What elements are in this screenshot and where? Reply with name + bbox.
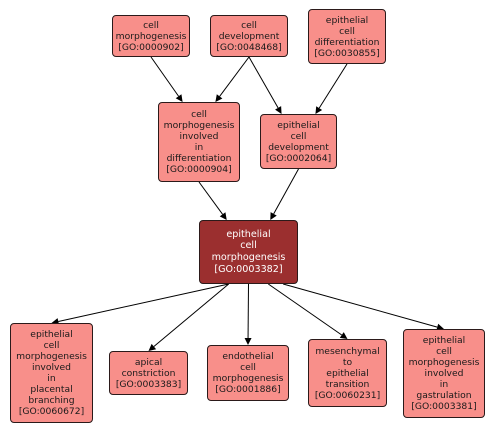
- node-cell-morphogenesis-involved-in-differentiation[interactable]: cell morphogenesis involved in different…: [158, 102, 240, 182]
- node-mesenchymal-to-epithelial-transition[interactable]: mesenchymal to epithelial transition [GO…: [308, 339, 387, 407]
- node-label: epithelial cell morphogenesis involved i…: [408, 335, 480, 401]
- node-label: epithelial cell morphogenesis involved i…: [16, 329, 87, 406]
- node-cell-morphogenesis[interactable]: cell morphogenesis [GO:0000902]: [112, 15, 190, 57]
- node-endothelial-cell-morphogenesis[interactable]: endothelial cell morphogenesis [GO:00018…: [207, 345, 289, 401]
- edge-n0048468-to-n0002064: [248, 56, 279, 109]
- node-label: epithelial cell morphogenesis: [211, 228, 286, 263]
- edge-n0003382-to-n0060231: [268, 283, 343, 336]
- node-label: apical constriction: [121, 356, 176, 379]
- arrowhead-icon: [270, 212, 277, 220]
- arrowhead-icon: [219, 212, 227, 220]
- node-go-id: [GO:0048468]: [216, 41, 282, 53]
- edge-n0000902-to-n0000904: [150, 56, 179, 97]
- node-label: cell morphogenesis: [115, 19, 187, 42]
- node-go-id: [GO:0003383]: [115, 378, 182, 390]
- arrowhead-icon: [436, 323, 444, 331]
- arrowhead-icon: [244, 337, 252, 345]
- edge-n0002064-to-n0003382: [273, 168, 299, 215]
- node-go-id: [GO:0000902]: [118, 41, 184, 53]
- node-placental-branching[interactable]: epithelial cell morphogenesis involved i…: [10, 323, 93, 423]
- node-label: cell development: [218, 19, 280, 42]
- node-go-id: [GO:0003381]: [411, 401, 477, 412]
- node-label: endothelial cell morphogenesis: [212, 351, 284, 384]
- node-go-id: [GO:0000904]: [166, 164, 232, 175]
- node-epithelial-cell-development[interactable]: epithelial cell development [GO:0002064]: [260, 114, 337, 169]
- edge-n0003382-to-n0060672: [58, 283, 229, 322]
- node-apical-constriction[interactable]: apical constriction [GO:0003383]: [109, 351, 188, 395]
- node-epithelial-cell-differentiation[interactable]: epithelial cell differentiation [GO:0030…: [308, 9, 386, 64]
- node-label: cell morphogenesis involved in different…: [163, 109, 235, 164]
- arrowhead-icon: [215, 94, 223, 102]
- node-epithelial-cell-morphogenesis-focus[interactable]: epithelial cell morphogenesis [GO:000338…: [199, 220, 298, 284]
- arrowhead-icon: [275, 106, 282, 114]
- node-label: epithelial cell differentiation: [314, 14, 380, 48]
- node-label: mesenchymal to epithelial transition: [315, 345, 380, 390]
- edge-n0003382-to-n0003383: [153, 283, 230, 347]
- edge-n0003382-to-n0003381: [283, 283, 438, 328]
- node-gastrulation[interactable]: epithelial cell morphogenesis involved i…: [403, 329, 485, 418]
- node-go-id: [GO:0001886]: [215, 384, 281, 395]
- node-go-id: [GO:0002064]: [265, 152, 332, 164]
- node-label: epithelial cell development: [268, 119, 329, 153]
- node-go-id: [GO:0060231]: [314, 389, 381, 401]
- edge-n0000904-to-n0003382: [198, 181, 223, 215]
- edge-n0030855-to-n0002064: [318, 63, 348, 109]
- node-go-id: [GO:0060672]: [18, 406, 85, 417]
- arrowhead-icon: [148, 343, 157, 351]
- node-go-id: [GO:0030855]: [314, 47, 380, 59]
- edge-n0048468-to-n0000904: [219, 56, 250, 97]
- arrowhead-icon: [339, 332, 348, 339]
- arrowhead-icon: [175, 94, 183, 102]
- arrowhead-icon: [315, 106, 323, 114]
- node-go-id: [GO:0003382]: [214, 263, 283, 275]
- node-cell-development[interactable]: cell development [GO:0048468]: [210, 15, 288, 57]
